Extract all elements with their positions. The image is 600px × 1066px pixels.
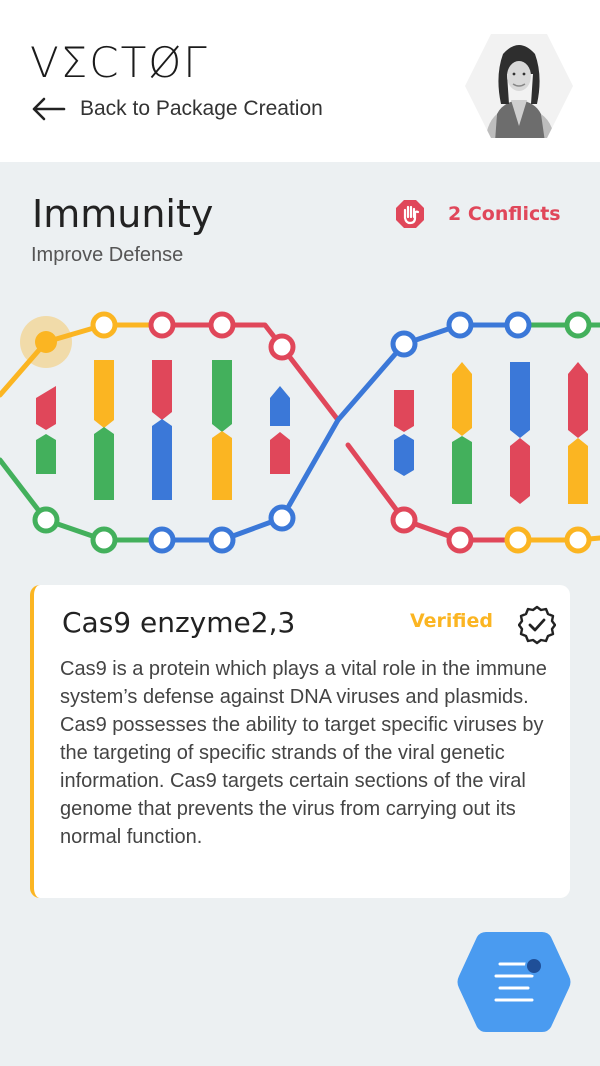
dna-backbone: [159, 322, 341, 423]
user-avatar[interactable]: [463, 30, 575, 142]
menu-icon: [494, 962, 534, 1002]
gene-info-card: Cas9 enzyme2,3 Verified Cas9 is a protei…: [30, 585, 570, 898]
arrow-left-icon: [32, 97, 66, 121]
dna-backbone: [345, 442, 521, 543]
card-title: Cas9 enzyme2,3: [62, 606, 296, 639]
stop-hand-icon: [396, 200, 424, 228]
verified-status: Verified: [410, 610, 494, 632]
award-badge-icon: [518, 605, 556, 645]
page-subtitle: Improve Defense: [31, 244, 184, 266]
page-title: Immunity: [32, 192, 214, 236]
back-to-package-creation-link[interactable]: Back to Package Creation: [30, 94, 323, 124]
header: VΣCTØΓ Back to Package Creation: [0, 0, 600, 162]
back-label: Back to Package Creation: [80, 97, 323, 120]
dna-strand-illustration: [0, 311, 600, 554]
conflicts-button[interactable]: 2 Conflicts: [394, 198, 561, 230]
notification-dot: [525, 957, 543, 975]
dna-backbone: [0, 457, 165, 543]
menu-fab-button[interactable]: [456, 930, 572, 1034]
card-description: Cas9 is a protein which plays a vital ro…: [60, 658, 547, 848]
app-logo: VΣCTØΓ: [30, 38, 209, 87]
conflicts-label: 2 Conflicts: [448, 203, 561, 225]
